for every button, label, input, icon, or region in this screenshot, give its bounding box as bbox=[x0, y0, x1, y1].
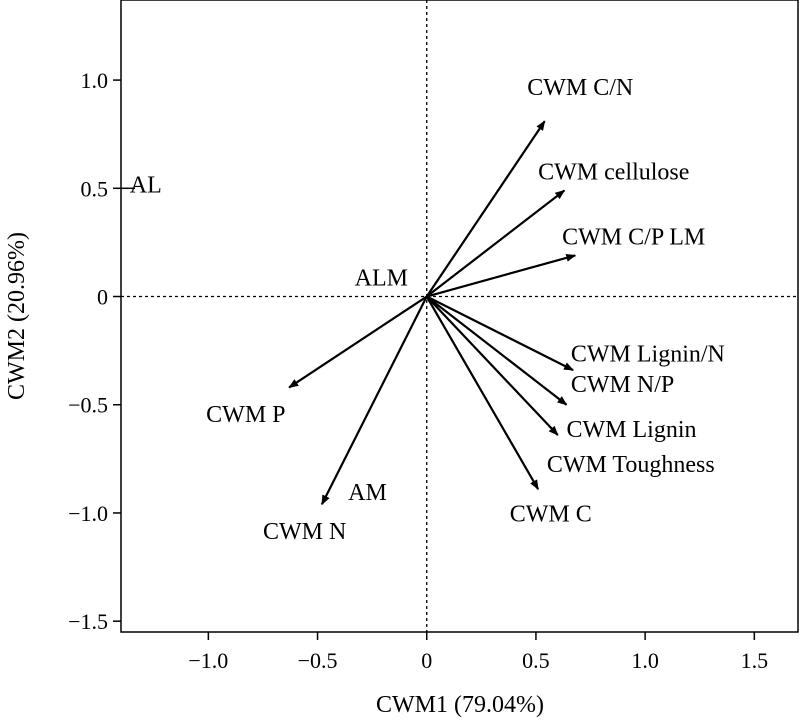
label-cwm-c-p-lm: CWM C/P LM bbox=[562, 225, 705, 251]
label-cwm-c-n: CWM C/N bbox=[527, 75, 633, 101]
loading-vectors bbox=[288, 120, 577, 506]
label-cwm-lignin-n: CWM Lignin/N bbox=[571, 341, 725, 367]
point-label-am: AM bbox=[348, 480, 387, 506]
vector-cwm-cellulose bbox=[426, 189, 566, 298]
y-tick-label: 0 bbox=[97, 285, 108, 310]
label-cwm-lignin: CWM Lignin bbox=[567, 417, 697, 443]
y-tick-label: −1.0 bbox=[68, 501, 108, 526]
vector-cwm-c-n bbox=[425, 120, 546, 298]
vector-cwm-n-p bbox=[426, 295, 568, 406]
label-cwm-p: CWM P bbox=[206, 402, 285, 428]
y-tick-label: −1.5 bbox=[68, 609, 108, 634]
x-tick-label: 1.5 bbox=[741, 648, 769, 673]
label-cwm-c: CWM C bbox=[510, 502, 592, 528]
x-tick-label: −0.5 bbox=[298, 648, 338, 673]
vector-cwm-toughness bbox=[425, 295, 540, 491]
y-tick-label: 1.0 bbox=[81, 68, 109, 93]
y-tick-label: −0.5 bbox=[68, 393, 108, 418]
vector-cwm-n bbox=[320, 296, 428, 506]
x-tick-label: 1.0 bbox=[631, 648, 659, 673]
label-cwm-cellulose: CWM cellulose bbox=[538, 160, 689, 186]
x-tick-label: −1.0 bbox=[188, 648, 228, 673]
point-label-alm: ALM bbox=[355, 266, 408, 292]
label-cwm-toughness: CWM Toughness bbox=[547, 452, 715, 478]
y-axis-title: CWM2 (20.96%) bbox=[4, 232, 30, 400]
vector-cwm-p bbox=[288, 295, 428, 389]
label-cwm-n: CWM N bbox=[263, 519, 346, 545]
y-tick-label: 0.5 bbox=[81, 176, 109, 201]
vector-cwm-lignin-n bbox=[426, 295, 574, 372]
plot-frame bbox=[120, 0, 799, 633]
vector-cwm-c-p-lm bbox=[426, 253, 577, 298]
label-cwm-n-p: CWM N/P bbox=[571, 372, 674, 398]
zero-lines bbox=[121, 0, 798, 632]
x-axis: −1.0 −0.5 0 0.5 1.0 1.5 bbox=[188, 632, 768, 673]
point-label-al: AL bbox=[130, 173, 162, 199]
x-tick-label: 0.5 bbox=[522, 648, 550, 673]
point-labels: AL ALM AM bbox=[121, 173, 408, 506]
y-axis: −1.5 −1.0 −0.5 0 0.5 1.0 bbox=[68, 68, 121, 634]
x-tick-label: 0 bbox=[421, 648, 432, 673]
x-axis-title: CWM1 (79.04%) bbox=[376, 692, 544, 718]
vector-cwm-lignin bbox=[425, 295, 559, 436]
